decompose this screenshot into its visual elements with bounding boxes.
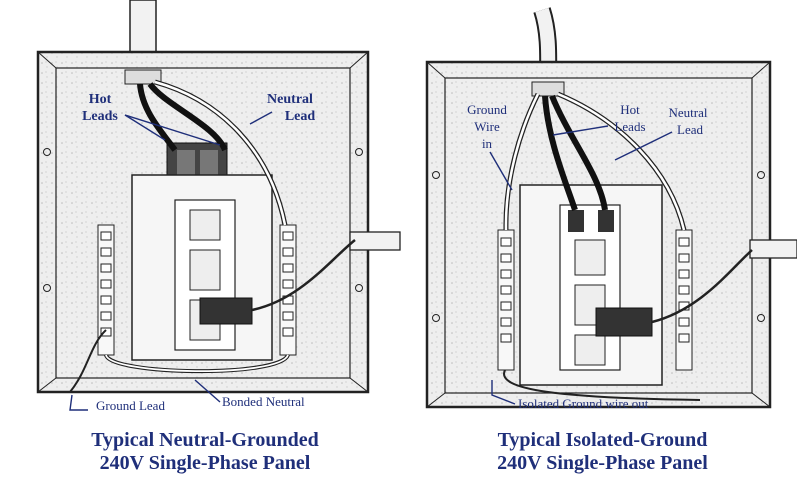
hot-leads-label-right-2: Leads <box>614 119 645 134</box>
ground-wire-label-3: in <box>482 136 493 151</box>
bonded-neutral-label: Bonded Neutral <box>222 394 305 409</box>
caption-right-line2: 240V Single-Phase Panel <box>497 452 708 474</box>
caption-right-line1: Typical Isolated-Ground <box>497 429 708 451</box>
hot-leads-label-left: Hot <box>89 92 112 107</box>
neutral-bar-right <box>675 229 693 371</box>
caption-left-line2: 240V Single-Phase Panel <box>99 452 311 474</box>
neutral-lead-label-left-2: Lead <box>285 109 316 124</box>
caption-left: Typical Neutral-Grounded 240V Single-Pha… <box>40 429 370 475</box>
ground-wire-label-2: Wire <box>474 119 500 134</box>
hot-leads-label-right: Hot <box>620 102 640 117</box>
neutral-lead-label-left: Neutral <box>267 92 313 107</box>
isolated-ground-label: Isolated Ground wire out <box>518 396 649 411</box>
branch-breaker-right <box>595 307 653 337</box>
branch-breaker-left <box>199 297 253 325</box>
right-pointers <box>489 125 673 405</box>
isolated-ground-bar <box>497 229 515 371</box>
neutral-lead-label-right: Neutral <box>669 105 708 120</box>
left-pointers <box>69 111 273 411</box>
caption-right: Typical Isolated-Ground 240V Single-Phas… <box>435 429 770 475</box>
hot-leads-label-left-2: Leads <box>82 109 118 124</box>
neutral-lead-label-right-2: Lead <box>677 122 703 137</box>
ground-wire-label: Ground <box>467 102 507 117</box>
right-panel-drawing <box>425 7 797 409</box>
ground-lead-label: Ground Lead <box>96 398 165 413</box>
caption-left-line1: Typical Neutral-Grounded <box>91 429 319 451</box>
left-panel-drawing <box>36 0 401 394</box>
